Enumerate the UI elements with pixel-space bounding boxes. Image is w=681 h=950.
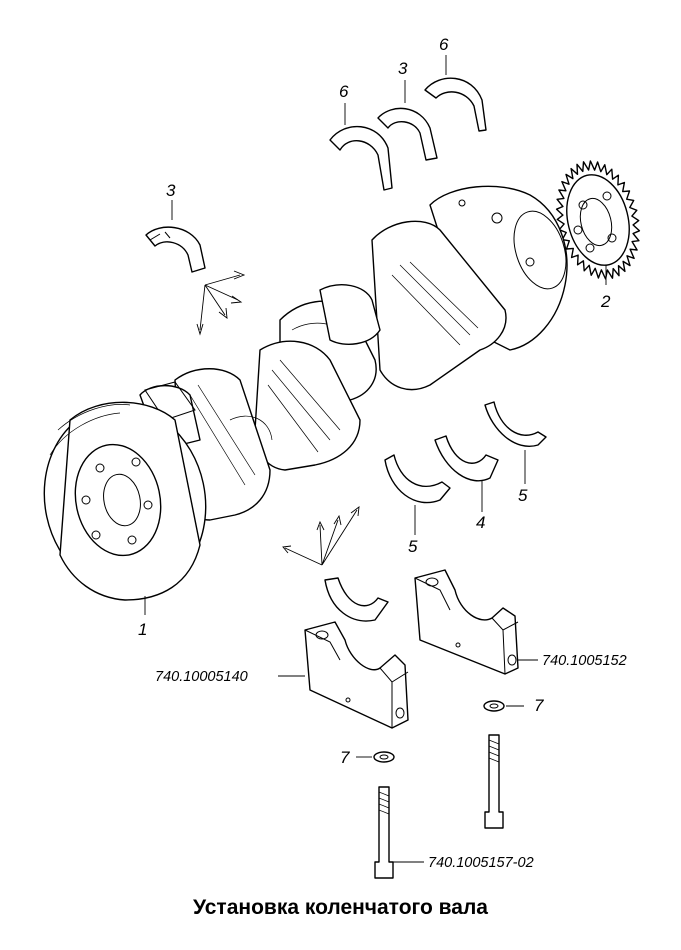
crankshaft	[43, 185, 568, 601]
lower-liner	[434, 435, 499, 512]
washer-right	[483, 700, 524, 712]
callout-7-left: 7	[340, 748, 350, 767]
cap-liner	[324, 577, 389, 622]
bolt-left	[374, 786, 424, 879]
callout-6-right: 6	[439, 35, 449, 54]
upper-liner-mid	[377, 80, 438, 161]
part-number-front-cap: 740.10005140	[155, 669, 248, 685]
lower-thrust-ring-right	[484, 401, 547, 484]
part-number-bolt: 740.1005157-02	[428, 855, 534, 871]
axis-arrows-lower	[282, 506, 360, 566]
main-bearing-cap-rear	[414, 569, 538, 675]
washer-left	[356, 751, 395, 763]
part-number-rear-cap: 740.1005152	[542, 653, 627, 669]
callout-7-right: 7	[534, 696, 544, 715]
thrust-half-ring-right	[424, 55, 487, 132]
thrust-half-ring-mid	[329, 103, 393, 191]
lower-thrust-ring-left	[384, 454, 451, 535]
callout-6-mid: 6	[339, 82, 349, 101]
axis-arrows-upper	[196, 270, 246, 336]
upper-liner-left	[145, 200, 206, 273]
gear	[555, 160, 641, 280]
main-bearing-cap-front	[278, 621, 409, 729]
callout-5-right: 5	[518, 486, 528, 505]
callout-1: 1	[138, 620, 147, 639]
callout-4: 4	[476, 513, 485, 532]
figure-caption: Установка коленчатого вала	[193, 896, 488, 919]
callout-3-left: 3	[166, 181, 176, 200]
callout-3-mid: 3	[398, 59, 408, 78]
callout-2: 2	[600, 292, 611, 311]
crankshaft-assembly-drawing: 1 2 3 3 6 6 4 5 5 7 7 740.10005140 740.1…	[43, 35, 641, 879]
bolt-right	[484, 734, 504, 829]
callout-5-left: 5	[408, 537, 418, 556]
